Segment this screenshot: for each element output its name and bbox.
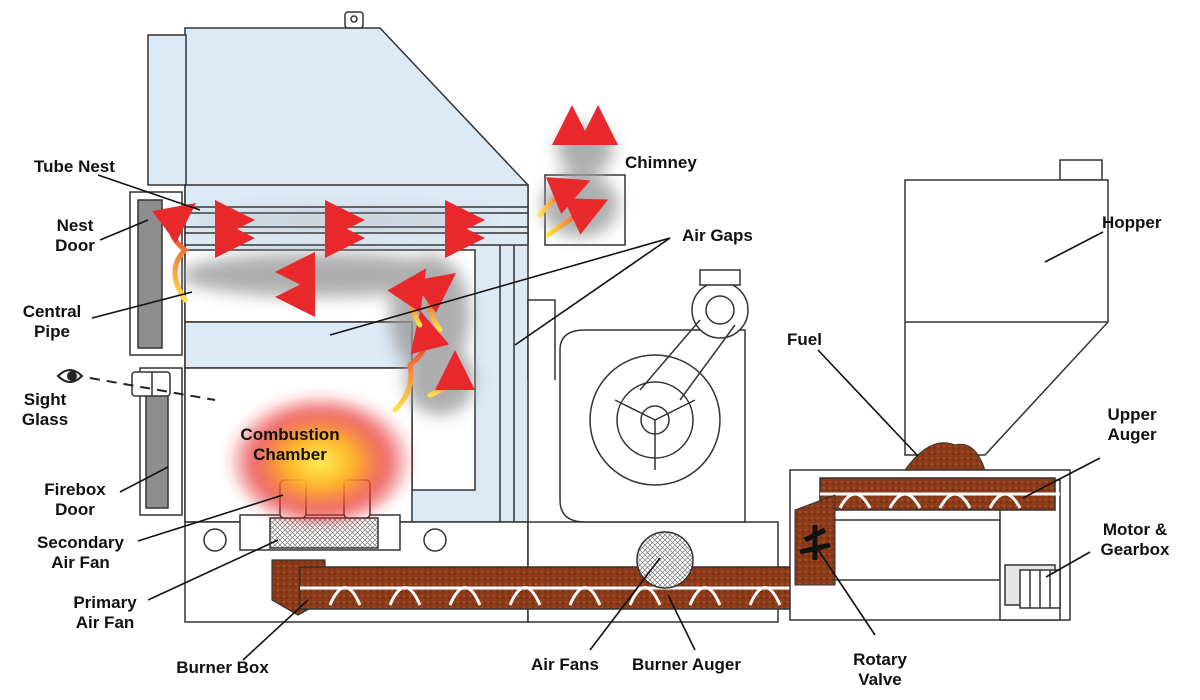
label-fuel: Fuel	[787, 330, 822, 349]
label-burner-auger: Burner Auger	[632, 655, 741, 674]
label-secondary-air-fan: Secondary Air Fan	[18, 533, 143, 573]
label-upper-auger-line1: Upper	[1107, 405, 1157, 424]
label-primary-air-fan-line1: Primary	[73, 593, 137, 612]
sight-glass	[131, 371, 171, 397]
label-air-fans: Air Fans	[531, 655, 600, 674]
label-firebox-door-line2: Door	[55, 500, 95, 519]
label-motor-gearbox-line1: Motor &	[1102, 520, 1168, 539]
label-chimney: Chimney	[625, 153, 697, 172]
label-motor-gearbox: Motor & Gearbox	[1085, 520, 1185, 560]
motor-gearbox	[1019, 569, 1061, 609]
label-combustion-chamber: Combustion Chamber	[225, 425, 355, 465]
air-fan	[636, 531, 694, 589]
blower-housing	[527, 269, 749, 523]
label-upper-auger: Upper Auger	[1092, 405, 1172, 445]
label-air-gaps: Air Gaps	[682, 226, 753, 245]
label-motor-gearbox-line2: Gearbox	[1100, 540, 1170, 559]
label-sight-glass-line1: Sight	[23, 390, 67, 409]
label-tube-nest: Tube Nest	[34, 157, 115, 176]
label-central-pipe-line2: Pipe	[34, 322, 70, 341]
gas-flow-arrows	[151, 105, 618, 413]
sight-line	[89, 377, 216, 401]
label-rotary-valve-line1: Rotary	[853, 650, 907, 669]
label-secondary-air-fan-line1: Secondary	[37, 533, 124, 552]
label-sight-glass: Sight Glass	[12, 390, 78, 430]
hopper	[904, 159, 1109, 456]
rotary-valve	[794, 494, 836, 586]
label-nest-door-line2: Door	[55, 236, 95, 255]
label-combustion-chamber-line2: Chamber	[253, 445, 327, 464]
eye-icon	[56, 369, 84, 383]
label-burner-box: Burner Box	[176, 658, 269, 677]
leader-lines	[91, 174, 1104, 661]
label-firebox-door: Firebox Door	[30, 480, 120, 520]
label-sight-glass-line2: Glass	[21, 410, 69, 429]
upper-auger	[819, 477, 1060, 511]
label-hopper: Hopper	[1102, 213, 1162, 232]
fuel-pile	[904, 442, 986, 471]
label-upper-auger-line2: Auger	[1107, 425, 1157, 444]
label-nest-door-line1: Nest	[56, 216, 94, 235]
label-primary-air-fan: Primary Air Fan	[55, 593, 155, 633]
flame	[225, 385, 415, 525]
label-rotary-valve-line2: Valve	[858, 670, 902, 689]
label-central-pipe-line1: Central	[22, 302, 82, 321]
label-combustion-chamber-line1: Combustion	[240, 425, 340, 444]
label-firebox-door-line1: Firebox	[44, 480, 106, 499]
label-primary-air-fan-line2: Air Fan	[75, 613, 135, 632]
label-rotary-valve: Rotary Valve	[840, 650, 920, 690]
label-nest-door: Nest Door	[40, 216, 110, 256]
label-secondary-air-fan-line2: Air Fan	[51, 553, 110, 572]
label-central-pipe: Central Pipe	[12, 302, 92, 342]
